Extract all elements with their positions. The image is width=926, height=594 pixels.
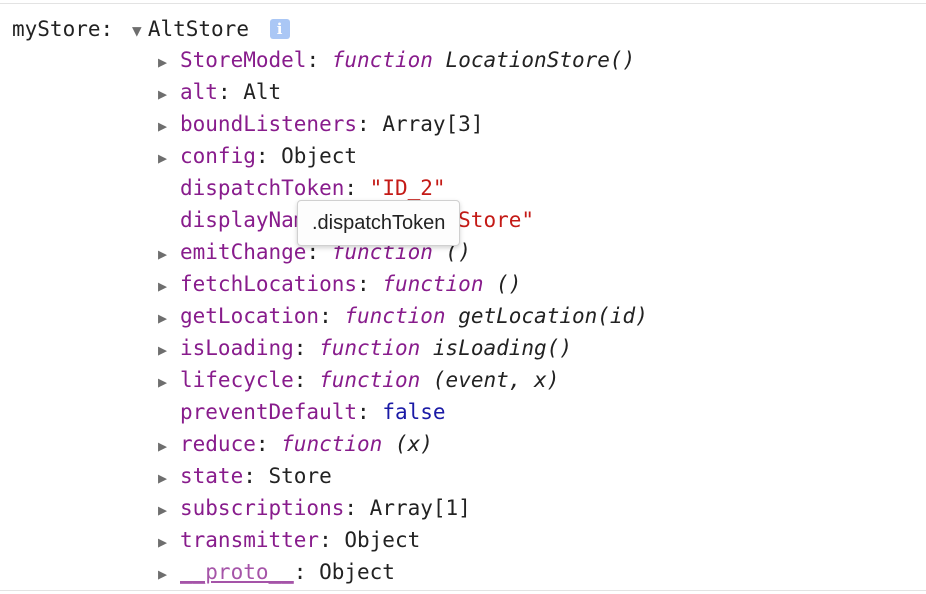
property-row-subscriptions[interactable]: ▶ subscriptions: Array[1] [158,492,648,524]
function-signature: LocationStore() [445,48,636,72]
function-signature: () [496,272,522,296]
collapsed-triangle-icon[interactable]: ▶ [158,501,168,519]
key-separator: : [319,304,345,328]
key-separator: : [293,368,320,392]
key-separator: : [357,272,383,296]
property-key: dispatchToken [180,176,345,200]
property-value: Array[1] [369,496,471,520]
collapsed-triangle-icon[interactable]: ▶ [158,437,168,455]
key-separator: : [293,336,320,360]
function-signature: isLoading() [432,336,572,360]
property-row-fetchlocations[interactable]: ▶ fetchLocations: function () [158,268,648,300]
collapsed-triangle-icon[interactable]: ▶ [158,469,168,487]
function-keyword: function [382,272,484,296]
function-keyword: function [281,432,383,456]
property-value: false [382,400,446,424]
property-key: displayName [180,208,320,232]
property-key: preventDefault [180,400,358,424]
key-separator: : [217,80,244,104]
property-key: __proto__ [180,560,294,584]
property-key: transmitter [180,528,320,552]
key-separator: : [306,48,332,72]
collapsed-triangle-icon[interactable]: ▶ [158,565,168,583]
collapsed-triangle-icon[interactable]: ▶ [158,341,168,359]
property-value: Store [268,464,332,488]
property-key: fetchLocations [180,272,358,296]
collapsed-triangle-icon[interactable]: ▶ [158,117,168,135]
property-key: isLoading [180,336,294,360]
collapsed-triangle-icon[interactable]: ▶ [158,245,168,263]
key-separator: : [319,528,345,552]
property-row-alt[interactable]: ▶ alt: Alt [158,76,648,108]
property-value: Object [319,560,395,584]
collapsed-triangle-icon[interactable]: ▶ [158,85,168,103]
property-key: getLocation [180,304,320,328]
key-separator: : [306,240,332,264]
key-separator: : [255,144,282,168]
property-key: emitChange [180,240,307,264]
function-signature: (event, x) [432,368,560,392]
property-key: lifecycle [180,368,294,392]
property-value: Object [281,144,358,168]
property-list: ▶ StoreModel: function LocationStore() ▶ al… [158,44,648,588]
variable-name: myStore: [12,17,114,41]
property-value: Array[3] [382,112,484,136]
property-row-storemodel[interactable]: ▶ StoreModel: function LocationStore() [158,44,648,76]
property-key: boundListeners [180,112,358,136]
function-keyword: function [344,304,446,328]
property-row-lifecycle[interactable]: ▶ lifecycle: function (event, x) [158,364,648,396]
key-separator: : [293,560,320,584]
property-value: Alt [243,80,282,104]
function-keyword: function [331,48,433,72]
property-row-proto[interactable]: ▶ __proto__: Object [158,556,648,588]
property-row-boundlisteners[interactable]: ▶ boundListeners: Array[3] [158,108,648,140]
function-keyword: function [319,336,421,360]
property-row-transmitter[interactable]: ▶ transmitter: Object [158,524,648,556]
collapsed-triangle-icon[interactable]: ▶ [158,277,168,295]
property-row-isloading[interactable]: ▶ isLoading: function isLoading() [158,332,648,364]
property-value: "ID_2" [369,176,446,200]
function-keyword: function [319,368,421,392]
expanded-triangle-icon[interactable]: ▼ [131,21,142,40]
property-row-dispatchtoken[interactable]: ▶dispatchToken: "ID_2" [158,172,648,204]
property-value: Object [344,528,421,552]
key-separator: : [357,400,383,424]
property-path-tooltip: .dispatchToken [297,200,461,246]
info-icon[interactable]: i [269,19,290,39]
property-row-state[interactable]: ▶ state: Store [158,460,648,492]
property-key: state [180,464,244,488]
property-key: reduce [180,432,256,456]
key-separator: : [255,432,282,456]
function-signature: (x) [394,432,433,456]
object-root-line[interactable]: myStore: ▼ AltStore i [12,14,290,44]
property-key: StoreModel [180,48,307,72]
collapsed-triangle-icon[interactable]: ▶ [158,533,168,551]
property-key: alt [180,80,218,104]
property-key: subscriptions [180,496,345,520]
collapsed-triangle-icon[interactable]: ▶ [158,309,168,327]
property-row-getlocation[interactable]: ▶ getLocation: function getLocation(id) [158,300,648,332]
key-separator: : [344,496,370,520]
panel-bottom-border [0,590,926,591]
property-key: config [180,144,256,168]
key-separator: : [243,464,269,488]
panel-top-border [0,3,926,4]
function-signature: getLocation(id) [458,304,648,328]
collapsed-triangle-icon[interactable]: ▶ [158,149,168,167]
key-separator: : [344,176,370,200]
property-row-reduce[interactable]: ▶ reduce: function (x) [158,428,648,460]
collapsed-triangle-icon[interactable]: ▶ [158,373,168,391]
key-separator: : [357,112,383,136]
property-row-config[interactable]: ▶ config: Object [158,140,648,172]
object-type-name: AltStore [147,17,249,41]
collapsed-triangle-icon[interactable]: ▶ [158,53,168,71]
property-row-preventdefault[interactable]: ▶preventDefault: false [158,396,648,428]
